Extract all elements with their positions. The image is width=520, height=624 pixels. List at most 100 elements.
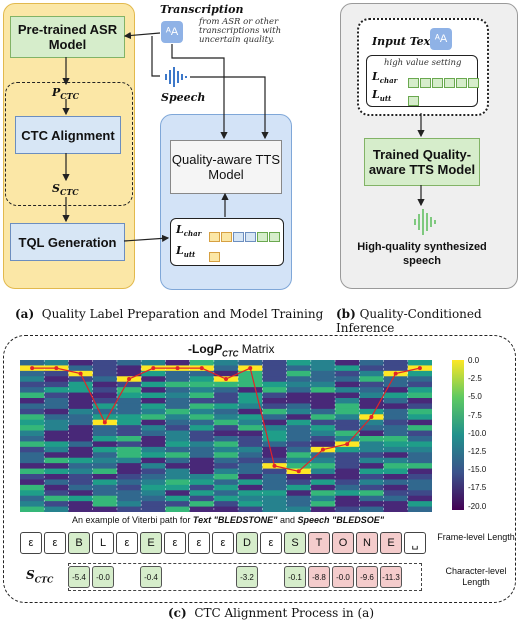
heatmap-cell <box>189 425 215 432</box>
heatmap-cell <box>310 376 336 383</box>
heatmap-cell <box>189 446 215 453</box>
heatmap-cell <box>359 468 385 475</box>
heatmap-cell <box>407 463 432 470</box>
heatmap-cell <box>286 360 312 366</box>
heatmap-cell <box>213 484 239 491</box>
heatmap-cell <box>383 425 409 432</box>
heatmap-cell <box>44 484 69 491</box>
heatmap-cell <box>189 506 215 512</box>
heatmap-cell <box>189 501 215 508</box>
frame-token: B <box>68 532 90 554</box>
heatmap-cell <box>44 360 69 366</box>
heatmap-cell <box>262 425 288 432</box>
heatmap-cell <box>310 387 336 394</box>
heatmap-cell <box>141 376 166 383</box>
heatmap-cell <box>407 376 432 383</box>
heatmap-cell <box>165 425 191 432</box>
heatmap-cell <box>335 360 360 366</box>
heatmap-cell <box>44 387 69 394</box>
heatmap-cell <box>407 381 432 388</box>
heatmap-cell <box>116 506 142 512</box>
heatmap-cell <box>189 430 215 437</box>
heatmap-cell <box>165 376 191 383</box>
panel-b-arrows <box>417 113 425 207</box>
heatmap-cell <box>20 441 45 448</box>
heatmap-cell <box>92 360 118 366</box>
heatmap-cell <box>238 452 263 459</box>
heatmap-cell <box>116 430 142 437</box>
heatmap-cell <box>310 474 336 480</box>
caption-c: (c) CTC Alignment Process in (a) <box>168 606 375 620</box>
heatmap-cell <box>116 468 142 475</box>
heatmap-cell <box>407 457 432 464</box>
sctc-score: -0.4 <box>140 566 162 588</box>
heatmap-cell <box>262 376 288 383</box>
heatmap-cell <box>213 457 239 464</box>
heatmap-cell <box>92 474 118 480</box>
heatmap-cell <box>310 441 336 448</box>
heatmap-cell <box>213 360 239 366</box>
heatmap-cell <box>141 463 166 470</box>
heatmap-cell <box>92 490 118 497</box>
heatmap-cell <box>116 370 142 377</box>
heatmap-cell <box>359 452 385 459</box>
heatmap-cell <box>141 474 166 480</box>
heatmap-cell <box>310 398 336 404</box>
heatmap-cell <box>20 490 45 497</box>
viterbi-path-point <box>78 371 83 376</box>
heatmap-cell <box>116 387 142 394</box>
heatmap-cell <box>383 452 409 459</box>
heatmap-cell <box>68 414 94 421</box>
heatmap-cell <box>92 501 118 508</box>
heatmap-cell <box>20 484 45 491</box>
heatmap-cell <box>92 398 118 404</box>
heatmap-cell <box>407 392 432 399</box>
heatmap-cell <box>286 463 312 470</box>
heatmap-cell <box>310 370 336 377</box>
heatmap-cell <box>92 468 118 475</box>
heatmap-cell <box>165 484 191 491</box>
heatmap-cell <box>213 436 239 442</box>
heatmap-cell <box>407 419 432 426</box>
lutt-label: Lutt <box>176 244 196 260</box>
heatmap-cell <box>141 403 166 410</box>
heatmap-cell <box>213 381 239 388</box>
b-lutt-square <box>408 91 420 110</box>
heatmap-cell <box>213 419 239 426</box>
heatmap-cell <box>359 457 385 464</box>
heatmap-cell <box>286 436 312 442</box>
matrix-title: -LogPCTC Matrix <box>188 342 275 359</box>
heatmap-cell <box>213 425 239 432</box>
heatmap-cell <box>286 484 312 491</box>
heatmap-cell <box>383 446 409 453</box>
heatmap-cell <box>310 403 336 410</box>
heatmap-cell <box>141 468 166 475</box>
heatmap-cell <box>262 441 288 448</box>
heatmap-cell <box>383 403 409 410</box>
heatmap-cell <box>189 463 215 470</box>
heatmap-cell <box>20 403 45 410</box>
heatmap-cell <box>359 436 385 442</box>
heatmap-cell <box>335 408 360 415</box>
heatmap-cell <box>262 370 288 377</box>
viterbi-path-point <box>272 463 277 468</box>
heatmap-cell <box>335 376 360 383</box>
heatmap-cell <box>165 479 191 486</box>
heatmap-cell <box>20 370 45 377</box>
heatmap-cell <box>141 484 166 491</box>
lchar-squares <box>209 227 281 246</box>
heatmap-cell <box>359 398 385 404</box>
heatmap-cell <box>165 457 191 464</box>
heatmap-cell <box>359 419 385 426</box>
heatmap-cell <box>383 387 409 394</box>
heatmap-cell <box>20 392 45 399</box>
heatmap-cell <box>141 392 166 399</box>
heatmap-cell <box>383 414 409 421</box>
heatmap-cell <box>116 365 142 372</box>
text-icon: ᴬA <box>161 21 183 43</box>
frame-token: ε <box>164 532 186 554</box>
heatmap-cell <box>92 381 118 388</box>
heatmap-cell <box>20 360 45 366</box>
heatmap-cell <box>238 495 263 502</box>
heatmap-cell <box>165 381 191 388</box>
